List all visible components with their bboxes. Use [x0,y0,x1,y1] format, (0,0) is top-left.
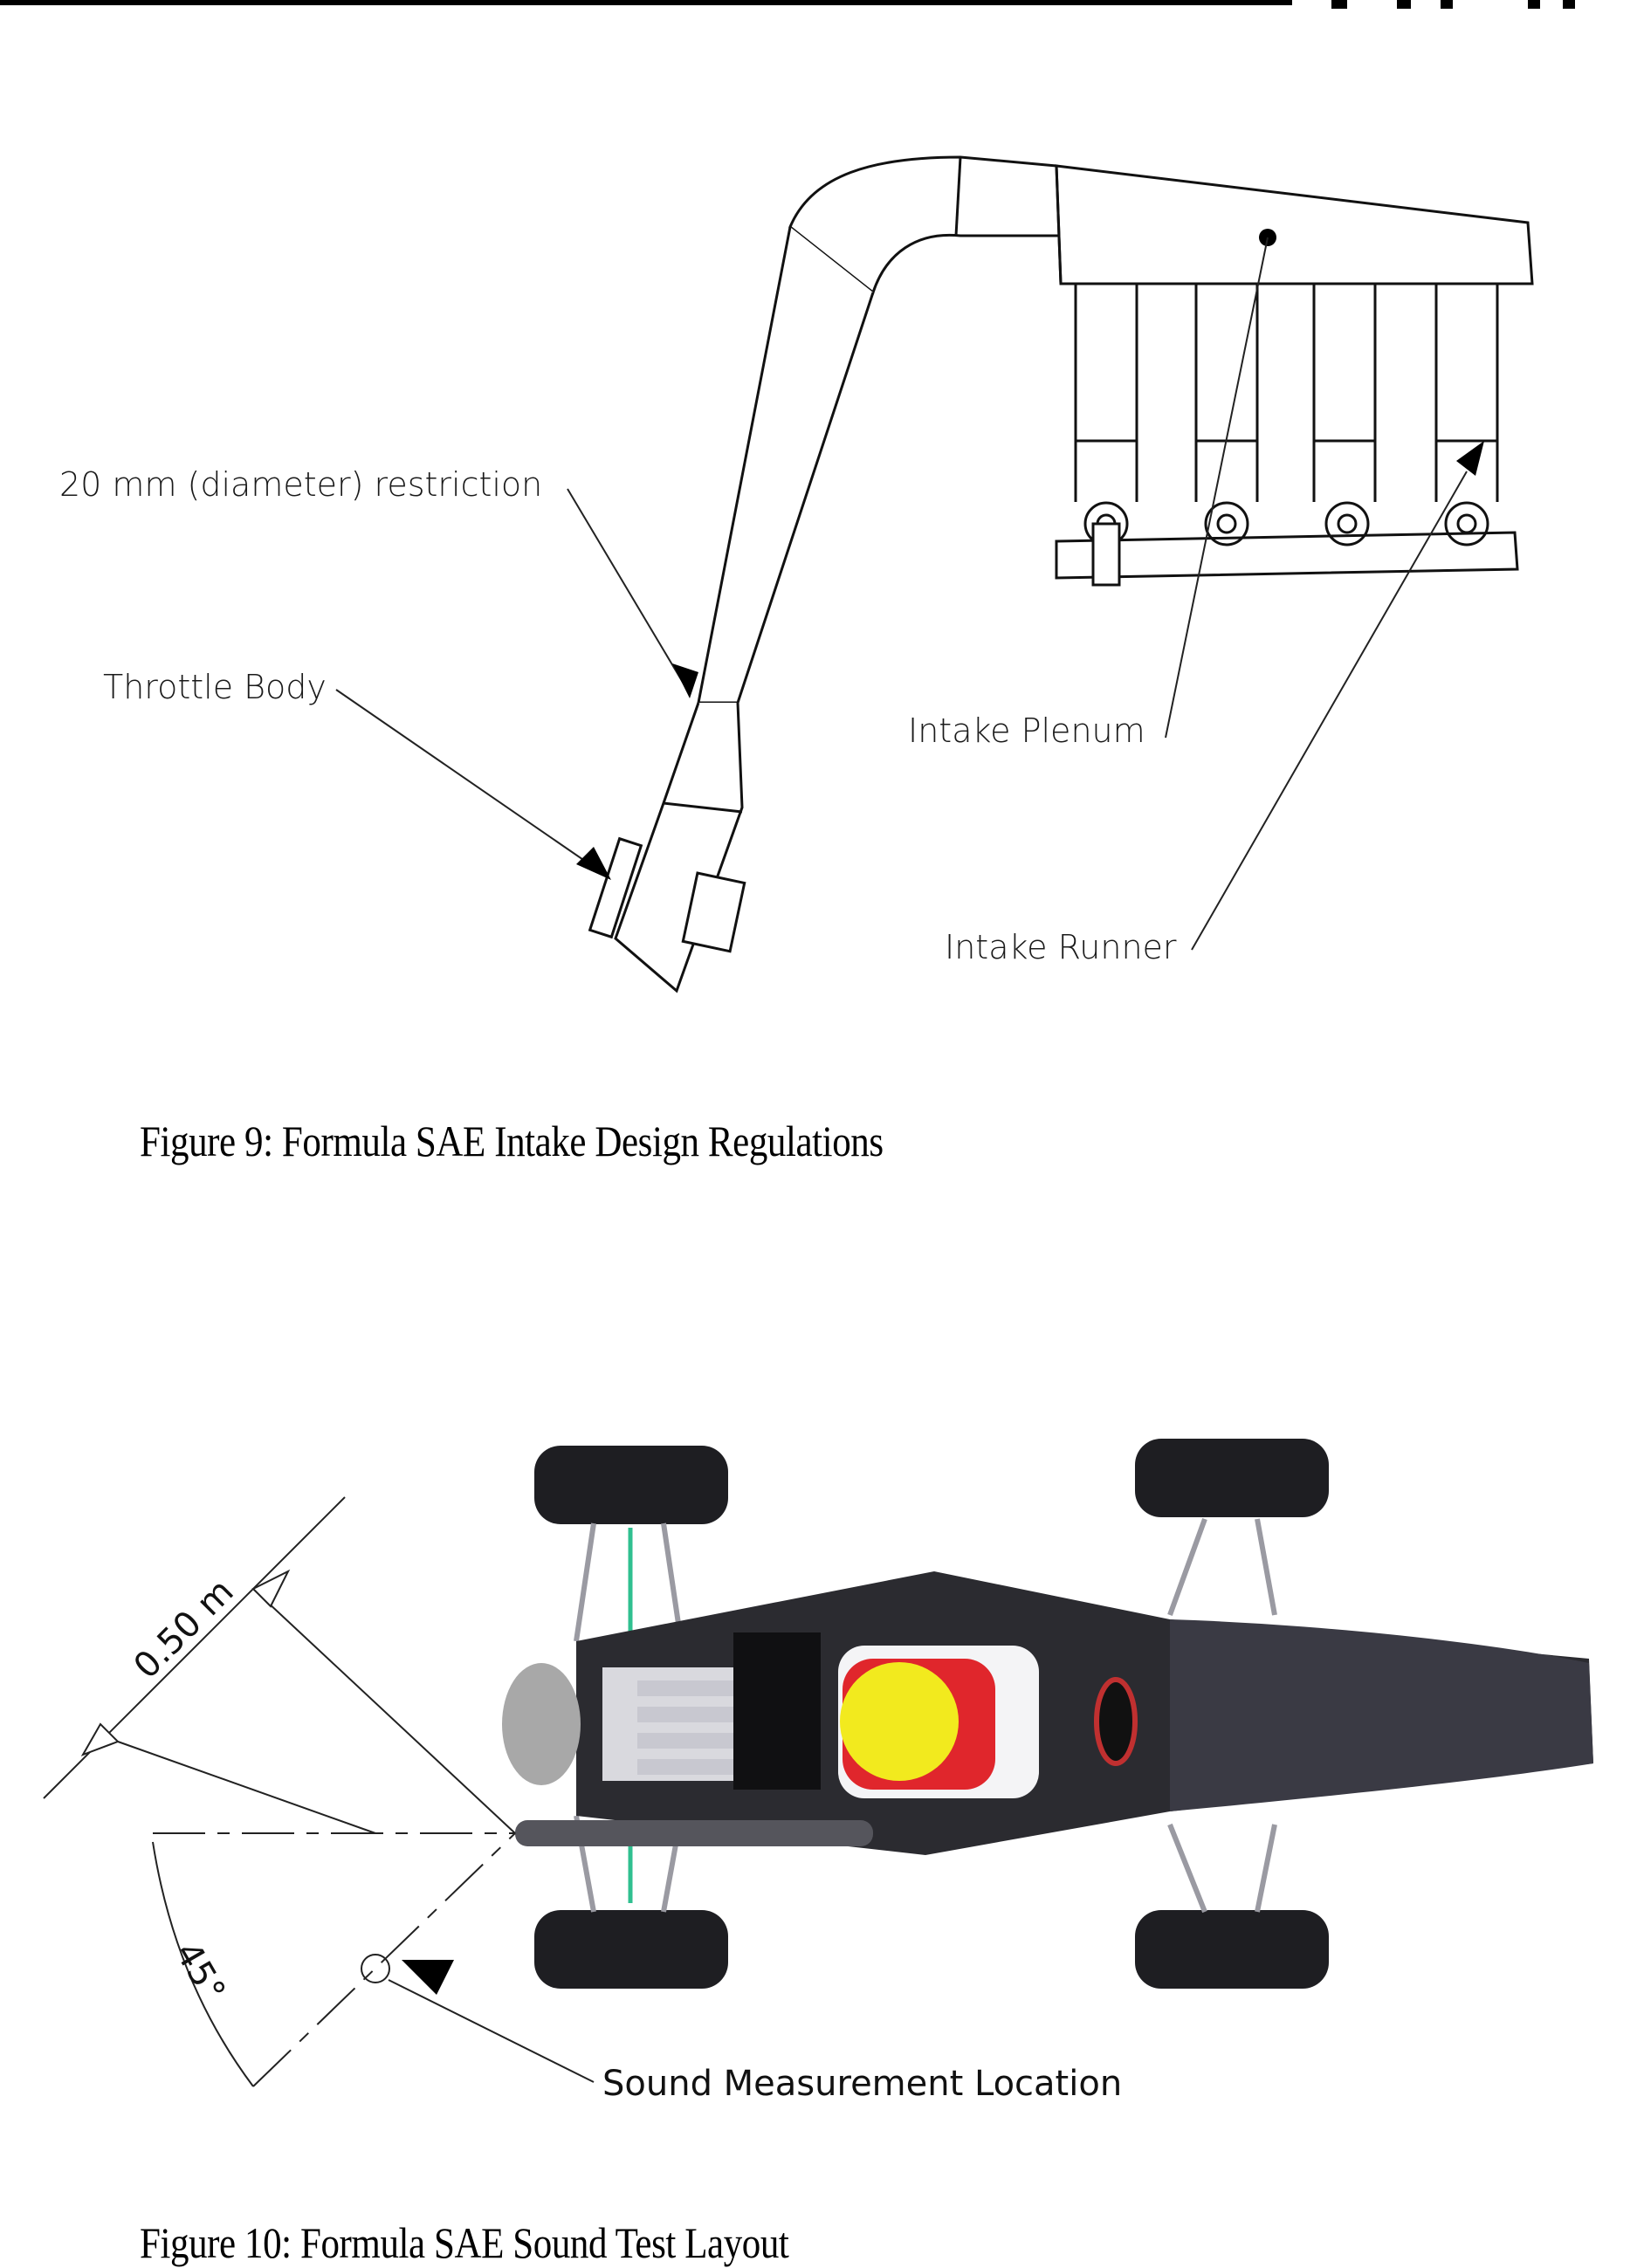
header-rule [0,0,1575,9]
figure-10-caption: Figure 10: Formula SAE Sound Test Layout [140,2218,789,2267]
figure-9-intake-drawing: 20 mm (diameter) restriction Throttle Bo… [59,155,1534,993]
tires [534,1439,1329,1989]
restriction-label: 20 mm (diameter) restriction [59,465,542,504]
distance-label: 0.50 m [127,1571,242,1687]
intake-plenum-label: Intake Plenum [908,711,1145,750]
sound-location-label: Sound Measurement Location [602,2064,1122,2104]
figure-9-caption: Figure 9: Formula SAE Intake Design Regu… [140,1117,884,1165]
angle-label: 45° [167,1935,232,2009]
throttle-body-label: Throttle Body [103,668,327,706]
figure-10-sound-test-drawing: 0.50 m 45° Sound Measurement Location [43,1439,1593,2104]
intake-runner-label: Intake Runner [945,928,1177,966]
